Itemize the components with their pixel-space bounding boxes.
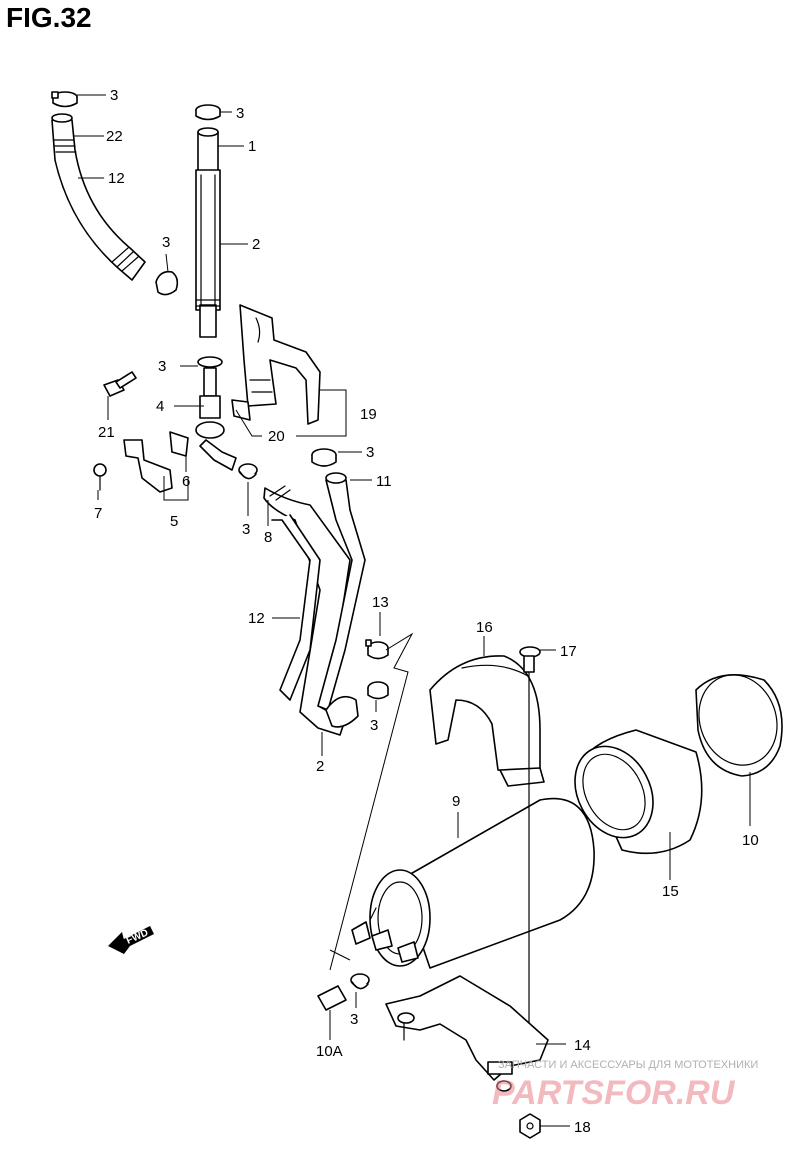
fwd-label: FWD: [125, 927, 150, 946]
bracket-14: [385, 975, 549, 1092]
callout-3-f: 3: [242, 521, 250, 538]
strap-16: [429, 655, 545, 787]
clamp-13: [365, 639, 389, 660]
callout-18: 18: [574, 1119, 591, 1136]
callout-3-h: 3: [350, 1011, 358, 1028]
hose-22-12: [51, 113, 146, 281]
callout-12-b: 12: [248, 610, 265, 627]
callout-3-d: 3: [158, 358, 166, 375]
callout-16: 16: [476, 619, 493, 636]
callout-labels: 3 22 12 3 1 2 3 3 21 4 20 19 3 11 6 7 5 …: [94, 87, 759, 1136]
callout-3-c: 3: [162, 234, 170, 251]
clamp-3-g: [350, 973, 370, 990]
callout-4: 4: [156, 398, 164, 415]
callout-13: 13: [372, 594, 389, 611]
sleeve-15: [574, 729, 703, 855]
valve-4: [195, 356, 237, 471]
callout-20: 20: [268, 428, 285, 445]
clip-6: [123, 431, 189, 493]
screw-17: [519, 646, 541, 1031]
callout-5: 5: [170, 513, 178, 530]
callout-15: 15: [662, 883, 679, 900]
callout-10A: 10A: [316, 1043, 343, 1060]
watermark: ЗАПЧАСТИ И АКСЕССУАРЫ ДЛЯ МОТОТЕХНИКИ PA…: [492, 1059, 758, 1112]
callout-3-e: 3: [366, 444, 374, 461]
callout-2-a: 2: [252, 236, 260, 253]
callout-8: 8: [264, 529, 272, 546]
figure-title: FIG.32: [6, 2, 92, 33]
screw-7: [93, 463, 107, 491]
callout-2-b: 2: [316, 758, 324, 775]
nut-18: [519, 1113, 541, 1139]
watermark-logo: PARTSFOR.RU: [492, 1074, 736, 1112]
callout-21: 21: [98, 424, 115, 441]
cap-10A: [317, 985, 347, 1011]
clamp-3-b: [195, 104, 221, 121]
watermark-text: ЗАПЧАСТИ И АКСЕССУАРЫ ДЛЯ МОТОТЕХНИКИ: [498, 1059, 758, 1071]
clamp-3-f: [367, 681, 389, 700]
callout-9: 9: [452, 793, 460, 810]
clamp-3-a: [51, 91, 78, 108]
callout-6: 6: [182, 473, 190, 490]
callout-7: 7: [94, 505, 102, 522]
callout-22: 22: [106, 128, 123, 145]
canister-9: [351, 797, 595, 969]
leader-lines: [74, 94, 751, 1127]
callout-17: 17: [560, 643, 577, 660]
clamp-3-d: [311, 448, 337, 467]
callout-3-b: 3: [236, 105, 244, 122]
callout-11: 11: [376, 473, 392, 490]
bracket-19-20: [231, 304, 321, 425]
bolt-21: [103, 371, 137, 397]
hose-8-12-2: [263, 472, 366, 736]
callout-3-g: 3: [370, 717, 378, 734]
cap-10: [695, 674, 783, 777]
fwd-arrow-icon: FWD: [108, 926, 154, 954]
callout-19: 19: [360, 406, 377, 423]
callout-12-a: 12: [108, 170, 125, 187]
pipe-1-2: [195, 127, 221, 338]
clamp-3-c: [155, 270, 179, 296]
callout-10: 10: [742, 832, 759, 849]
callout-1: 1: [248, 138, 256, 155]
callout-14: 14: [574, 1037, 591, 1054]
clamp-3-e: [238, 463, 258, 480]
callout-3-a: 3: [110, 87, 118, 104]
